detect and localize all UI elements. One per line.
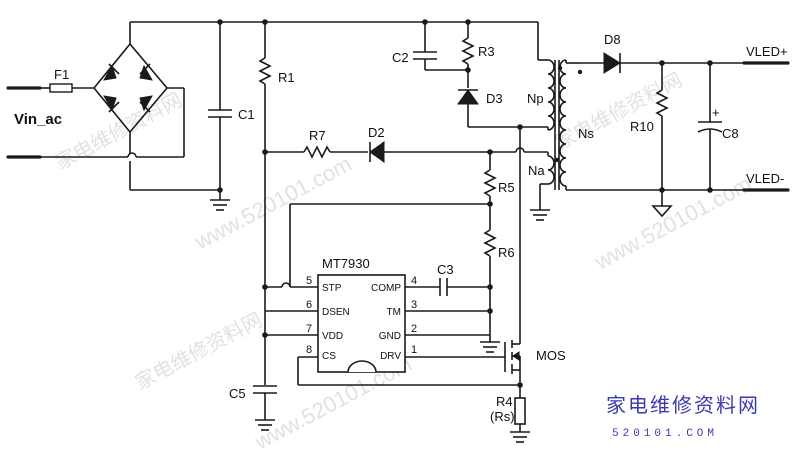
capacitor-c3: C3: [437, 262, 490, 296]
pin-4-num: 4: [411, 275, 417, 287]
label-r6: R6: [498, 245, 515, 260]
resistor-r4: R4 (Rs): [490, 385, 530, 443]
fuse-f1: [49, 83, 73, 93]
cs-link: [297, 357, 520, 386]
label-d2: D2: [368, 125, 385, 140]
label-c5: C5: [229, 386, 246, 401]
divider-r5-r6: R5 R6: [483, 152, 515, 335]
pin-2-num: 2: [411, 323, 417, 335]
pin-cs-label: CS: [322, 351, 336, 362]
label-r1: R1: [278, 70, 295, 85]
label-r3: R3: [478, 44, 495, 59]
pin-drv-label: DRV: [380, 351, 401, 362]
label-rs: (Rs): [490, 409, 515, 424]
transformer: Np Ns Na: [527, 22, 710, 221]
label-vled-minus: VLED-: [746, 171, 784, 186]
label-c8: C8: [722, 126, 739, 141]
bridge-rectifier: [92, 21, 538, 191]
label-c2: C2: [392, 50, 409, 65]
capacitor-c5: C5: [229, 385, 277, 431]
pin-1-num: 1: [411, 344, 417, 356]
pin-stp-label: STP: [322, 283, 342, 294]
watermark-cn-3: 家电维修资料网: [132, 308, 266, 394]
stp-link: [265, 203, 490, 288]
mosfet: MOS: [504, 127, 566, 388]
pin-dsen-label: DSEN: [322, 307, 350, 318]
label-r4: R4: [496, 394, 513, 409]
snubber-network: C2 R3 D3: [392, 19, 548, 130]
watermark-cn-1: 家电维修资料网: [52, 88, 186, 174]
label-np: Np: [527, 91, 544, 106]
label-vin-ac: Vin_ac: [14, 111, 62, 128]
label-c8-polarity: +: [712, 105, 720, 120]
pin-8-num: 8: [306, 344, 312, 356]
pin-6-num: 6: [306, 299, 312, 311]
pin-7-num: 7: [306, 323, 312, 335]
label-d8: D8: [604, 32, 621, 47]
output-section: D8 R10 + C8 VLED+ VLED-: [580, 32, 790, 218]
label-r10: R10: [630, 119, 654, 134]
pin-gnd-label: GND: [379, 331, 401, 342]
label-mos: MOS: [536, 348, 566, 363]
watermark-bar-text: 家电维修资料网: [606, 393, 760, 417]
pin-3-num: 3: [411, 299, 417, 311]
pin-tm-label: TM: [387, 307, 401, 318]
watermark-cn-2: 家电维修资料网: [552, 68, 686, 154]
ground-ic: [480, 335, 500, 353]
label-f1: F1: [54, 67, 69, 82]
label-ns: Ns: [578, 126, 594, 141]
pin-vdd-label: VDD: [322, 331, 343, 342]
input-section: F1 Vin_ac: [6, 67, 128, 159]
aux-feedback: R7 D2: [265, 125, 549, 163]
watermark-url-2: www.520101.com: [590, 171, 756, 275]
watermark-url-1: www.520101.com: [190, 151, 356, 255]
pin-5-num: 5: [306, 275, 312, 287]
label-r7: R7: [309, 128, 326, 143]
site-watermark: 家电维修资料网 520101.COM: [606, 393, 760, 440]
pin-comp-label: COMP: [371, 283, 401, 294]
label-c1: C1: [238, 107, 255, 122]
label-na: Na: [528, 163, 545, 178]
label-d3: D3: [486, 91, 503, 106]
watermark-bar-url: 520101.COM: [612, 428, 718, 440]
ic-name: MT7930: [322, 256, 370, 271]
label-vled-plus: VLED+: [746, 44, 788, 59]
capacitor-c1: C1: [208, 19, 255, 211]
label-r5: R5: [498, 180, 515, 195]
label-c3: C3: [437, 262, 454, 277]
ic-mt7930: MT7930 STP DSEN VDD CS COMP TM GND DRV 5…: [265, 256, 505, 373]
